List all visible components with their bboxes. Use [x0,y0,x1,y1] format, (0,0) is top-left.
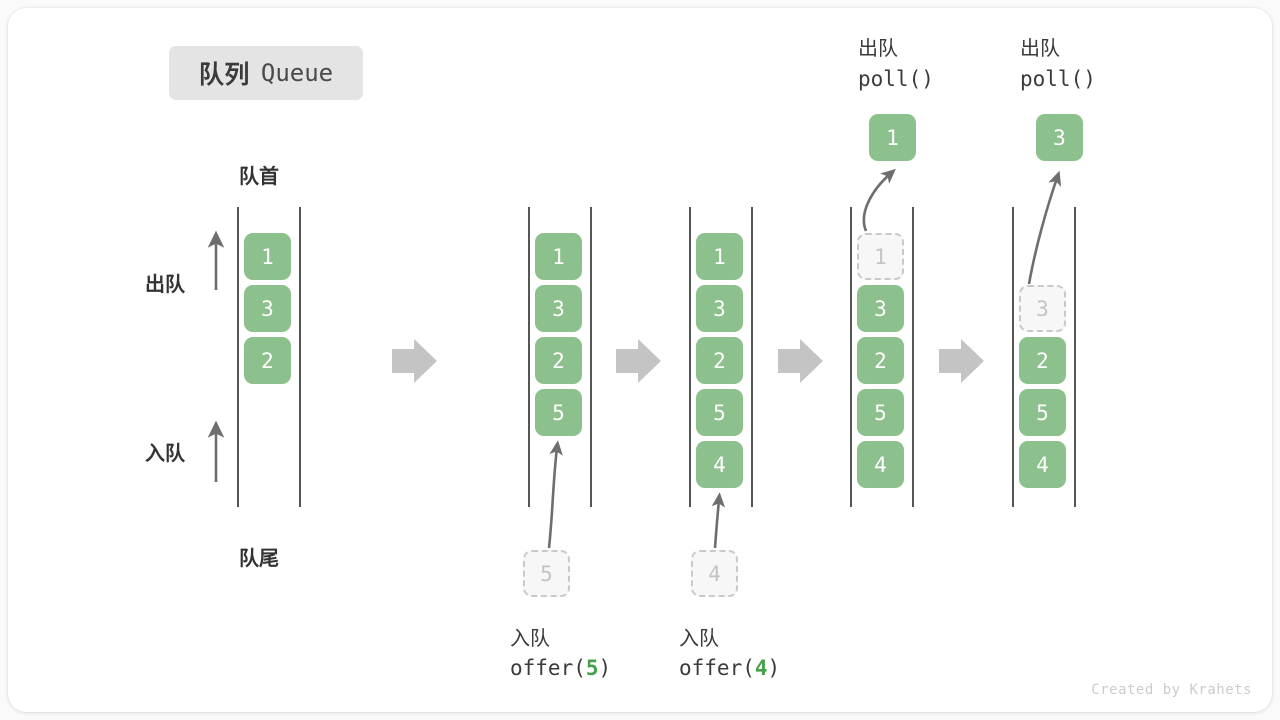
code-pre: offer( [510,656,586,680]
rail-right-col5 [1074,207,1076,507]
rail-left-col4 [850,207,852,507]
queue-box: 4 [1019,441,1066,488]
queue-tail-label: 队尾 [239,548,279,570]
rail-left-col1 [237,207,239,507]
dequeue-op-label-cn: 出队 [858,38,898,60]
dequeue-op-label-cn: 出队 [1020,38,1060,60]
queue-box: 3 [244,285,291,332]
title-badge: 队列 Queue [169,46,363,100]
queue-box-new: 5 [535,389,582,436]
dequeued-ghost-box: 1 [857,233,904,280]
rail-left-col5 [1012,207,1014,507]
enqueue-op-label-code: offer(5) [510,656,611,680]
incoming-ghost-box: 4 [691,550,738,597]
title-en: Queue [260,59,334,87]
code-post: ) [598,656,612,680]
code-num: 5 [585,656,599,680]
dequeue-op-label-code: poll() [1020,67,1096,91]
rail-right-col4 [912,207,914,507]
code-post: ) [767,656,781,680]
queue-box: 3 [696,285,743,332]
queue-box: 4 [857,441,904,488]
queue-box: 2 [696,337,743,384]
queue-box: 3 [857,285,904,332]
queue-box: 2 [244,337,291,384]
enqueue-side-label: 入队 [145,443,185,465]
title-cn: 队列 [198,61,250,89]
popped-box: 3 [1036,114,1083,161]
queue-box: 2 [857,337,904,384]
rail-left-col3 [689,207,691,507]
queue-box: 1 [696,233,743,280]
enqueue-op-label-cn: 入队 [510,628,550,650]
enqueue-op-label-code: offer(4) [679,656,780,680]
queue-box: 5 [696,389,743,436]
queue-box: 5 [857,389,904,436]
rail-left-col2 [528,207,530,507]
dequeue-op-label-code: poll() [858,67,934,91]
rail-right-col1 [299,207,301,507]
queue-box: 2 [1019,337,1066,384]
dequeued-ghost-box: 3 [1019,285,1066,332]
queue-box: 3 [535,285,582,332]
queue-box-new: 4 [696,441,743,488]
diagram-card [8,8,1272,712]
incoming-ghost-box: 5 [523,550,570,597]
popped-box: 1 [869,114,916,161]
code-num: 4 [754,656,768,680]
queue-box: 2 [535,337,582,384]
queue-box: 1 [535,233,582,280]
rail-right-col2 [590,207,592,507]
queue-box: 5 [1019,389,1066,436]
dequeue-side-label: 出队 [145,274,185,296]
rail-right-col3 [751,207,753,507]
queue-box: 1 [244,233,291,280]
watermark: Created by Krahets [1091,682,1252,698]
enqueue-op-label-cn: 入队 [679,628,719,650]
code-pre: offer( [679,656,755,680]
queue-head-label: 队首 [239,166,279,188]
